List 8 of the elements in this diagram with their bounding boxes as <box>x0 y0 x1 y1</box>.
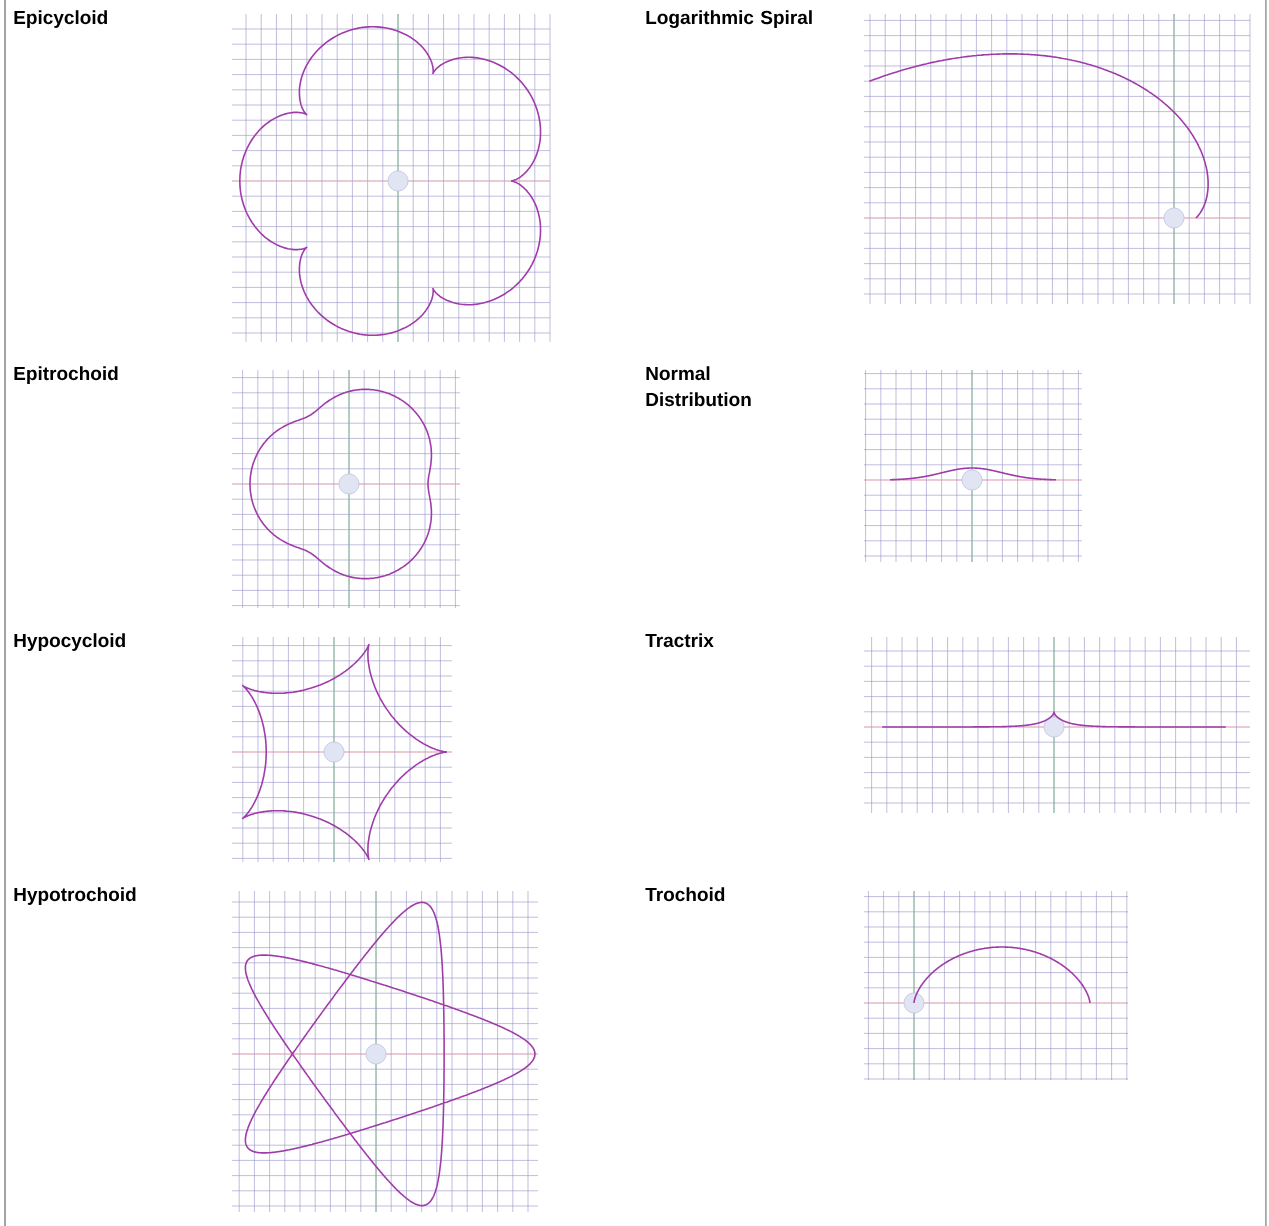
curve-name: Epicycloid <box>14 10 107 28</box>
curve-name: Normal Distribution <box>646 366 751 407</box>
curve-name: Trochoid <box>645 887 725 902</box>
curve-name: Logarithmic Spiral <box>646 10 812 28</box>
curve-name: Epitrochoid <box>14 366 118 384</box>
curve-name: Hypotrochoid <box>14 887 136 905</box>
curve-name: Hypocycloid <box>14 633 125 651</box>
curve-name: Tractrix <box>645 633 714 648</box>
